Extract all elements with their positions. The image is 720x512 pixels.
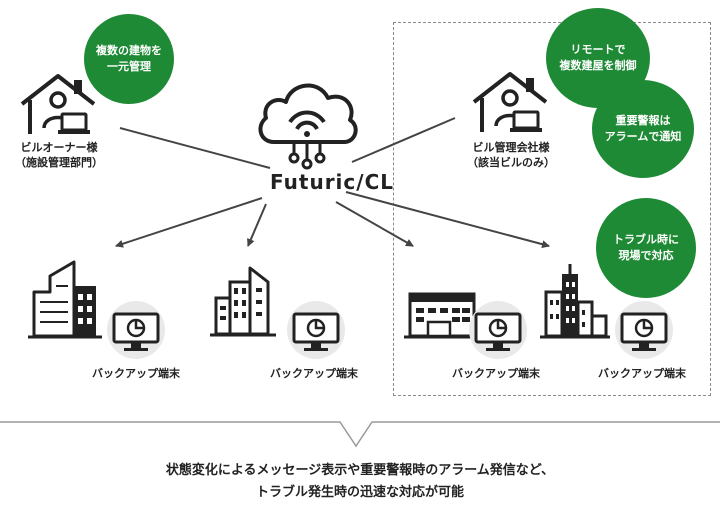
caption-line-1: 状態変化によるメッセージ表示や重要警報時のアラーム発信など、: [165, 463, 555, 478]
company-label-line1: ビル管理会社様: [472, 141, 550, 154]
bubble-trouble: トラブル時に 現場で対応: [596, 198, 696, 298]
monitor-icon: [469, 301, 527, 359]
bubble-alarm-notify: 重要警報は アラームで通知: [592, 80, 694, 178]
caption-line-2: トラブル発生時の迅速な対応が可能: [255, 485, 464, 500]
bubble-multi-building-text: 複数の建物を 一元管理: [96, 44, 162, 73]
bubble-multi-building: 複数の建物を 一元管理: [84, 14, 174, 104]
owner-label-line1: ビルオーナー様: [20, 141, 98, 154]
service-logo: Futuric/CL: [269, 170, 394, 194]
managed-buildings-group-box: [393, 22, 711, 396]
arrow-to-building-3: [335, 201, 414, 247]
terminal-3-label: バックアップ端末: [452, 367, 540, 380]
owner-label: ビルオーナー様 （施設管理部門）: [0, 140, 118, 170]
company-label: ビル管理会社様 （該当ビルのみ）: [448, 140, 574, 170]
building-2-icon: [210, 266, 276, 337]
terminal-2-label: バックアップ端末: [270, 367, 358, 380]
building-3-icon: [404, 292, 480, 339]
company-house-icon: [472, 72, 548, 132]
owner-house-icon: [20, 74, 96, 134]
building-1-icon: [28, 260, 102, 339]
owner-label-line2: （施設管理部門）: [15, 156, 103, 169]
terminal-4-label: バックアップ端末: [598, 367, 686, 380]
monitor-icon: [107, 301, 165, 359]
bubble-remote-control-text: リモートで 複数建屋を制御: [559, 43, 637, 72]
monitor-icon: [287, 301, 345, 359]
caption-pointer: [0, 421, 720, 448]
monitor-icon: [615, 301, 673, 359]
terminal-1-label: バックアップ端末: [92, 367, 180, 380]
bubble-alarm-notify-text: 重要警報は アラームで通知: [604, 114, 682, 143]
arrow-to-building-2: [247, 203, 267, 247]
line-company-to-center: [351, 117, 456, 163]
arrow-to-building-1: [115, 197, 263, 248]
line-owner-to-center: [119, 127, 271, 169]
company-label-line2: （該当ビルのみ）: [467, 156, 555, 169]
building-4-icon: [540, 264, 610, 339]
cloud-network-icon: [258, 83, 358, 170]
arrow-to-building-4: [345, 191, 550, 249]
bubble-trouble-text: トラブル時に 現場で対応: [613, 233, 679, 262]
